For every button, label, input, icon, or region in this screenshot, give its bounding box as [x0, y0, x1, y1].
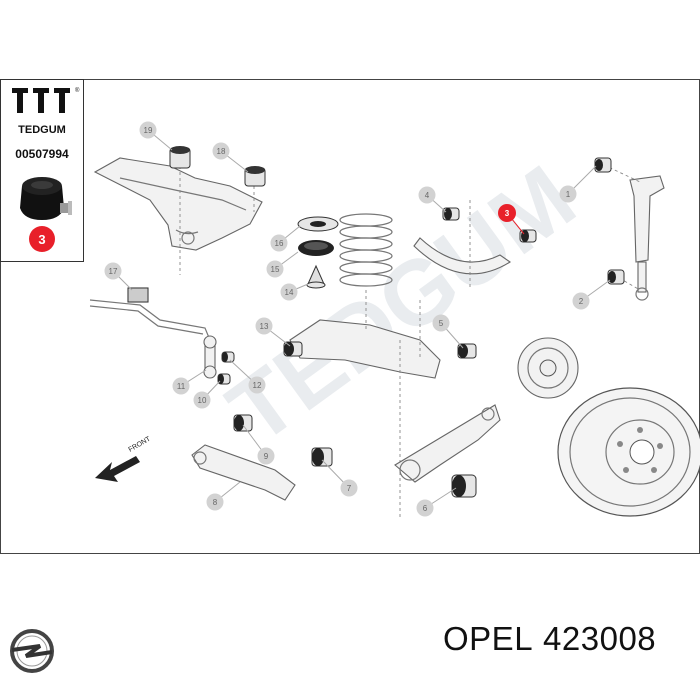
- bushing-12: [221, 351, 235, 363]
- callout-15: 15: [266, 251, 299, 278]
- callout-label-9: 9: [264, 452, 269, 461]
- callout-circle-18: [212, 142, 230, 160]
- callout-label-18: 18: [217, 147, 226, 156]
- brake-drum-drawing: [557, 387, 700, 517]
- callout-circle-16: [270, 234, 288, 252]
- callout-label-1: 1: [566, 190, 571, 199]
- callout-label-12: 12: [253, 381, 262, 390]
- bushing-17: [127, 287, 149, 303]
- callout-6: 6: [416, 487, 457, 517]
- subframe-drawing: [93, 157, 263, 275]
- callout-label-13: 13: [260, 322, 269, 331]
- bushings: [127, 146, 625, 498]
- callout-circle-11: [172, 377, 190, 395]
- callout-circle-19: [139, 121, 157, 139]
- drop-link-drawing: [203, 335, 217, 379]
- callout-circle-7: [340, 479, 358, 497]
- bushing-1: [594, 157, 612, 173]
- brand-name: OPEL: [443, 620, 534, 657]
- bushing-13: [283, 341, 303, 357]
- callout-circle-15: [266, 260, 284, 278]
- callout-label-14: 14: [285, 288, 294, 297]
- bushing-9: [233, 414, 253, 432]
- trailing-arm-drawing: [289, 300, 441, 520]
- callout-label-15: 15: [271, 265, 280, 274]
- callout-11: 11: [172, 369, 207, 395]
- part-panel: ® TEDGUM 00507994 3: [0, 79, 84, 262]
- callout-17: 17: [104, 262, 133, 291]
- callout-circle-3: [498, 204, 516, 222]
- bushing-6: [451, 474, 477, 498]
- svg-text:3: 3: [38, 232, 45, 247]
- bushing-7: [311, 447, 333, 467]
- bushing-2: [607, 269, 625, 285]
- callout-label-8: 8: [213, 498, 218, 507]
- opel-logo: [10, 629, 54, 673]
- part-code: 423008: [543, 620, 657, 657]
- callout-label-16: 16: [275, 239, 284, 248]
- callout-circle-5: [432, 314, 450, 332]
- callout-circle-8: [206, 493, 224, 511]
- callout-7: 7: [321, 459, 358, 497]
- front-arrow: FRONT: [95, 435, 153, 482]
- callout-label-10: 10: [198, 396, 207, 405]
- bushing-10: [217, 373, 231, 385]
- callout-12: 12: [229, 359, 266, 394]
- callout-19: 19: [139, 121, 173, 151]
- logo-text: TEDGUM: [18, 124, 66, 136]
- callout-circle-17: [104, 262, 122, 280]
- spring-seat-drawing: [297, 216, 339, 289]
- callout-3: 3: [498, 204, 525, 235]
- callout-circle-9: [257, 447, 275, 465]
- stabilizer-bar-drawing: [89, 287, 213, 346]
- callout-18: 18: [212, 142, 249, 173]
- callout-8: 8: [206, 481, 241, 511]
- callout-circle-4: [418, 186, 436, 204]
- front-label: FRONT: [128, 435, 153, 453]
- callout-label-2: 2: [579, 297, 584, 306]
- callout-label-4: 4: [425, 191, 430, 200]
- callout-5: 5: [432, 314, 464, 349]
- callout-circle-6: [416, 499, 434, 517]
- callout-circle-10: [193, 391, 211, 409]
- callout-4: 4: [418, 186, 447, 213]
- callout-2: 2: [572, 279, 611, 310]
- part-number: 00507994: [15, 147, 69, 161]
- callout-1: 1: [559, 165, 597, 203]
- callout-circle-12: [248, 376, 266, 394]
- callout-label-17: 17: [109, 267, 118, 276]
- lower-arm-drawing: [191, 444, 296, 501]
- bushing-19: [169, 146, 191, 169]
- spring-drawing: [339, 213, 393, 330]
- callout-circle-1: [559, 185, 577, 203]
- callout-label-11: 11: [177, 382, 186, 391]
- callout-13: 13: [255, 317, 291, 347]
- callout-16: 16: [270, 225, 301, 252]
- bushing-18: [244, 166, 266, 187]
- callout-label-19: 19: [144, 126, 153, 135]
- upper-arm-drawing: [413, 200, 511, 290]
- callout-label-3: 3: [505, 209, 510, 218]
- bushing-4: [442, 207, 460, 221]
- callout-circle-2: [572, 292, 590, 310]
- callout-circle-13: [255, 317, 273, 335]
- panel-callout-badge: 3: [29, 226, 55, 252]
- callout-14: 14: [280, 283, 309, 301]
- callout-label-7: 7: [347, 484, 352, 493]
- callout-10: 10: [193, 380, 221, 409]
- bushing-product-image: [20, 177, 72, 220]
- callout-label-5: 5: [439, 319, 444, 328]
- hub-drawing: [517, 337, 579, 399]
- watermark-text: TEDGUM: [211, 147, 593, 464]
- svg-text:®: ®: [75, 87, 80, 94]
- tedgum-logo: ® TEDGUM: [12, 87, 80, 136]
- callout-label-6: 6: [423, 504, 428, 513]
- callout-9: 9: [242, 424, 275, 465]
- knuckle-drawing: [394, 404, 501, 483]
- callout-circle-14: [280, 283, 298, 301]
